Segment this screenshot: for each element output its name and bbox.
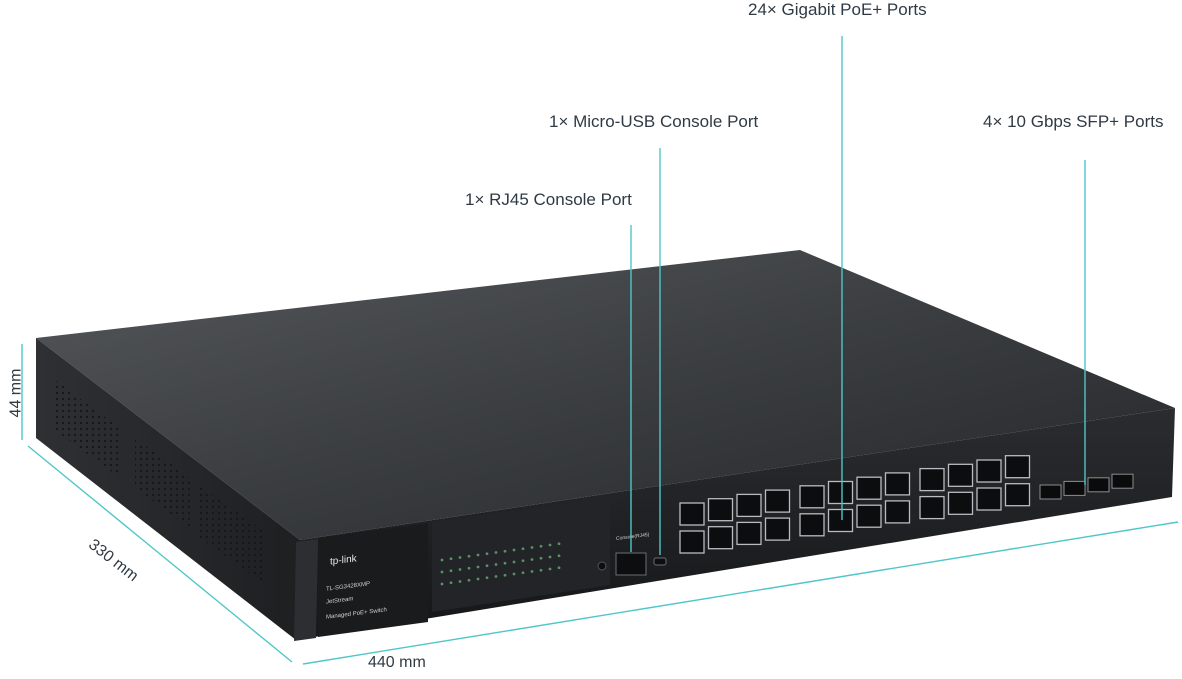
status-led [557,566,561,570]
status-led-array [440,542,561,586]
callout-sfp-ports: 4× 10 Gbps SFP+ Ports [983,112,1164,131]
status-led [512,548,516,552]
status-led [557,542,561,546]
label-panel [318,523,428,637]
callout-lines [630,36,1086,555]
status-led [449,581,453,585]
callout-rj45-console: 1× RJ45 Console Port [465,190,632,209]
status-led [494,551,498,554]
ethernet-port[interactable] [679,502,705,526]
ethernet-port[interactable] [919,495,945,520]
ethernet-port[interactable] [884,500,911,524]
status-led [521,547,525,551]
ethernet-port[interactable] [679,530,705,554]
dimension-width-label: 440 mm [368,654,426,671]
status-led [530,558,534,561]
callout-micro-usb-console: 1× Micro-USB Console Port [549,112,759,131]
ethernet-port[interactable] [856,476,882,500]
ethernet-port[interactable] [707,498,734,522]
switch-top-surface [36,250,1175,540]
ethernet-port[interactable] [947,463,974,487]
micro-usb-console-port[interactable] [653,557,667,566]
ethernet-port[interactable] [799,485,825,509]
sfp-port[interactable] [1039,484,1062,500]
dim-line-depth [27,445,293,663]
ethernet-port[interactable] [976,487,1002,511]
status-led [440,558,444,562]
status-led [485,564,489,568]
rj45-console-port[interactable] [615,552,647,576]
dimension-height-label: 44 mm [7,368,25,418]
status-led [503,549,507,553]
rack-mount-ear [294,539,318,641]
status-led [548,543,552,547]
sfp-port[interactable] [1087,477,1110,493]
status-led [467,566,471,570]
ethernet-port[interactable] [1004,455,1031,479]
status-led [467,554,471,558]
sfp-port[interactable] [1111,473,1134,489]
status-led [449,569,453,573]
ethernet-port[interactable] [856,504,882,528]
status-led [458,580,462,583]
ethernet-port[interactable] [827,480,854,505]
status-led [476,565,480,569]
dimension-lines [21,344,1179,665]
callout-gigabit-poe-ports: 24× Gigabit PoE+ Ports [748,0,927,19]
status-led [440,582,444,586]
side-vent-grille [55,380,120,478]
status-led [485,552,489,556]
status-led [476,553,480,557]
status-led [503,573,507,577]
ethernet-port[interactable] [736,493,762,518]
status-led [548,555,552,559]
dim-line-width [302,521,1179,665]
status-led [440,570,444,574]
status-led [539,568,543,572]
status-led [458,568,462,571]
status-led [503,561,507,565]
status-led [539,544,543,548]
led-panel [432,497,610,612]
status-led [530,570,534,573]
status-led [512,560,516,564]
ethernet-port[interactable] [799,513,825,537]
ethernet-port[interactable] [764,489,791,513]
ethernet-port[interactable] [736,521,762,546]
status-led [530,546,534,549]
status-led [449,557,453,561]
ethernet-port[interactable] [884,472,911,496]
status-led [557,554,561,558]
status-led [467,578,471,582]
status-led [548,567,552,571]
status-led [521,571,525,575]
ethernet-port[interactable] [947,491,974,515]
sfp-port[interactable] [1063,480,1086,496]
status-led [521,559,525,563]
side-vent-grille [135,438,190,528]
ethernet-port[interactable] [1004,483,1031,507]
status-led [476,577,480,581]
side-vent-grille [200,486,262,582]
sfp-port-group [1039,473,1134,500]
status-led [512,572,516,576]
reset-button[interactable] [597,561,607,571]
status-led [458,556,462,559]
ethernet-port[interactable] [827,508,854,533]
ethernet-port[interactable] [764,517,791,541]
ethernet-port[interactable] [919,467,945,492]
ethernet-port[interactable] [976,459,1002,483]
ethernet-port-group [679,455,1031,554]
status-led [539,556,543,560]
ethernet-port[interactable] [707,526,734,550]
status-led [494,563,498,566]
status-led [494,575,498,578]
status-led [485,576,489,580]
